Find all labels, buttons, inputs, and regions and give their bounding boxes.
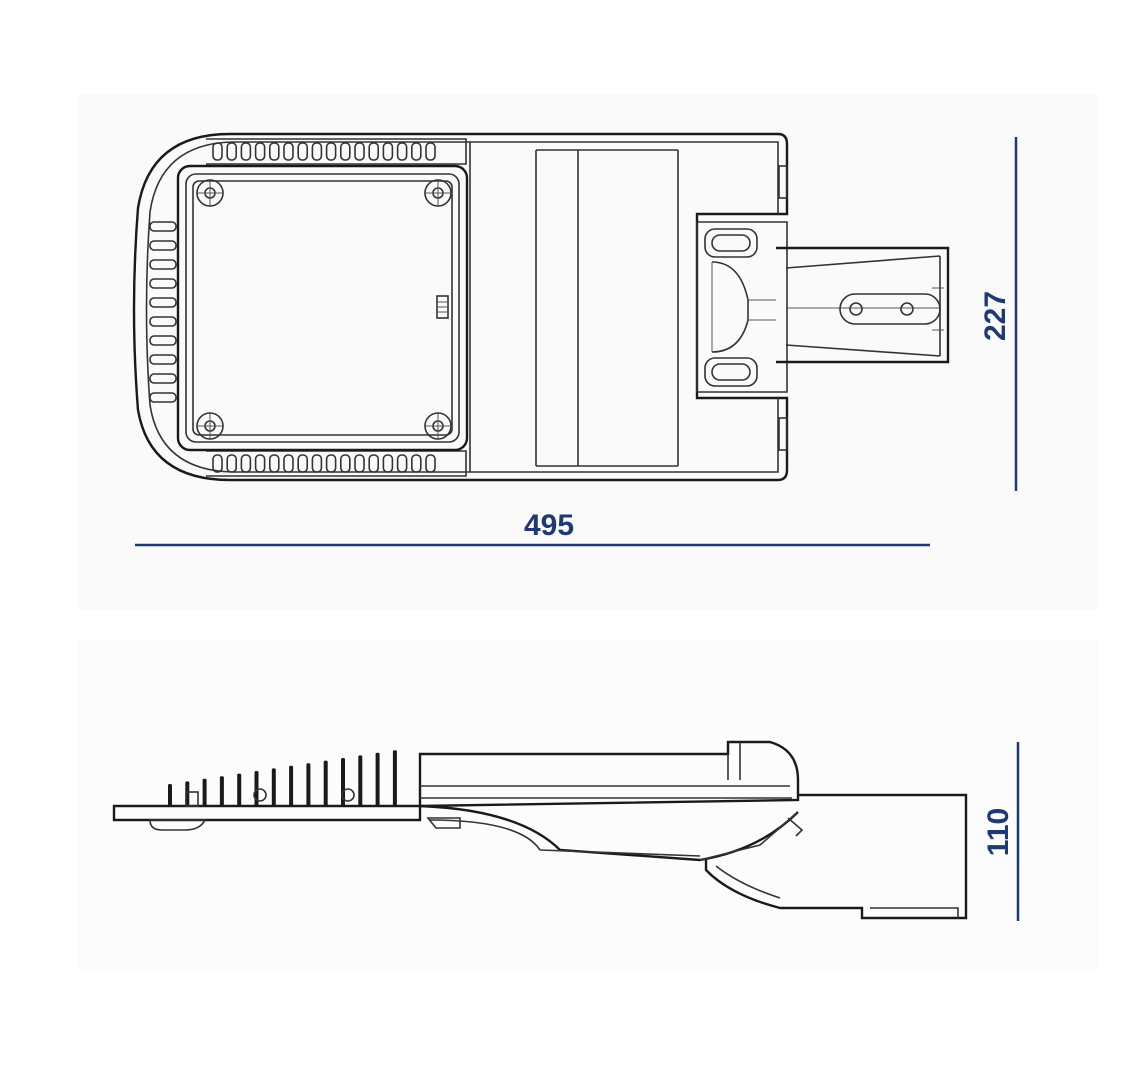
heatsink-fins-top [206, 138, 467, 165]
fin-bottom [311, 454, 323, 473]
dimension-height: 110 [982, 742, 1020, 921]
side-fin [392, 750, 397, 806]
heatsink-fins-bottom [206, 450, 467, 477]
fin-bottom [425, 454, 436, 473]
bolt-icon [849, 302, 863, 316]
fin-top [240, 142, 252, 161]
adapter-slot [839, 293, 941, 325]
side-fin [254, 771, 259, 806]
top-view-panel [78, 95, 1098, 610]
fin-top [297, 142, 309, 161]
fin-left [149, 259, 177, 270]
top-view [132, 132, 950, 482]
side-fin [168, 784, 172, 806]
latch-bottom [778, 417, 788, 451]
fin-top [212, 142, 223, 161]
side-fin [289, 765, 294, 806]
fin-left [149, 354, 177, 365]
fin-bottom [410, 454, 422, 473]
fin-left [149, 278, 177, 289]
fin-bottom [339, 454, 351, 473]
driver-compartment-lines [469, 142, 679, 472]
side-screw-icon [253, 788, 267, 802]
height-value: 110 [982, 808, 1015, 856]
fin-bottom [268, 454, 280, 473]
side-view [112, 740, 968, 920]
fin-left [149, 221, 177, 232]
pole-mount [696, 221, 950, 393]
led-module-frame-outer [176, 164, 469, 452]
side-heatsink-fins [168, 750, 397, 807]
led-module-frame-inner [192, 180, 453, 436]
side-screw-icon [341, 788, 355, 802]
fin-top [354, 142, 365, 161]
fin-left [149, 240, 177, 251]
fin-bottom [240, 454, 252, 473]
corner-screws [196, 179, 452, 440]
fin-top [396, 142, 408, 161]
side-pole-adapter [704, 793, 968, 920]
fin-top [382, 142, 394, 161]
latch-top [778, 165, 788, 199]
dimension-length: 495 [135, 509, 930, 547]
fin-top [311, 142, 323, 161]
side-base-plate [112, 804, 422, 822]
fin-bottom [325, 454, 337, 473]
side-fin [323, 760, 328, 806]
side-main-body [418, 740, 800, 808]
fin-bottom [226, 454, 237, 473]
fin-top [410, 142, 422, 161]
fin-top [226, 142, 237, 161]
housing-outline [132, 132, 789, 482]
side-fin [358, 755, 363, 806]
fin-bottom [212, 454, 223, 473]
mount-slot-top [704, 228, 758, 258]
heatsink-fins-left [149, 221, 177, 403]
fin-bottom [283, 454, 294, 473]
fin-top [283, 142, 294, 161]
fin-top [425, 142, 436, 161]
led-module-frame-mid [185, 173, 460, 443]
width-value: 227 [979, 291, 1012, 341]
side-fin [271, 768, 276, 806]
fin-left [149, 297, 177, 308]
length-value: 495 [524, 509, 574, 542]
dimension-width: 227 [979, 137, 1018, 491]
fin-bottom [297, 454, 309, 473]
side-fin [306, 763, 311, 806]
fin-top [254, 142, 266, 161]
fin-top [339, 142, 351, 161]
fin-bottom [254, 454, 266, 473]
fin-top [368, 142, 380, 161]
fin-bottom [368, 454, 380, 473]
side-fin [375, 752, 380, 806]
side-tab [185, 791, 199, 807]
fin-bottom [354, 454, 365, 473]
fin-bottom [382, 454, 394, 473]
side-bottom-cover [149, 819, 207, 831]
side-fin [219, 776, 224, 806]
housing-inner-line [145, 141, 779, 473]
fin-top [268, 142, 280, 161]
fin-strip-top [206, 138, 467, 165]
side-fin [237, 773, 242, 806]
fin-bottom [396, 454, 408, 473]
fin-left [149, 335, 177, 346]
side-fin [202, 778, 207, 806]
fin-left [149, 316, 177, 327]
pole-adapter [776, 246, 950, 364]
fin-left [149, 373, 177, 384]
mount-slot-bottom [704, 357, 758, 387]
bolt-icon [900, 302, 914, 316]
fin-left [149, 392, 177, 403]
fin-top [325, 142, 337, 161]
